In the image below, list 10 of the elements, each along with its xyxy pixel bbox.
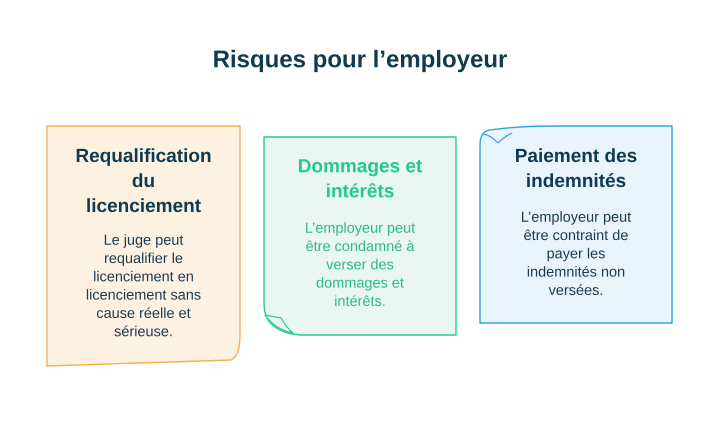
card-title: Dommages et intérêts bbox=[298, 159, 422, 198]
card-text: L’employeur peut être condamné à verser des dommages et intérêts. bbox=[306, 222, 416, 306]
note-card bbox=[479, 125, 673, 324]
card-text: L’employeur peut être contraint de payer les indemnités non versées. bbox=[522, 211, 632, 296]
card-text: Le juge peut requalifier le licenciement en licenciement sans cause réelle et sérieuse. bbox=[86, 234, 201, 336]
note-card bbox=[263, 136, 457, 336]
note-card bbox=[46, 125, 241, 367]
card-title: Paiement des indemnités bbox=[516, 148, 636, 188]
card-title: Requalification du licenciement bbox=[76, 148, 210, 212]
title: Risques pour l’employeur bbox=[214, 50, 507, 72]
